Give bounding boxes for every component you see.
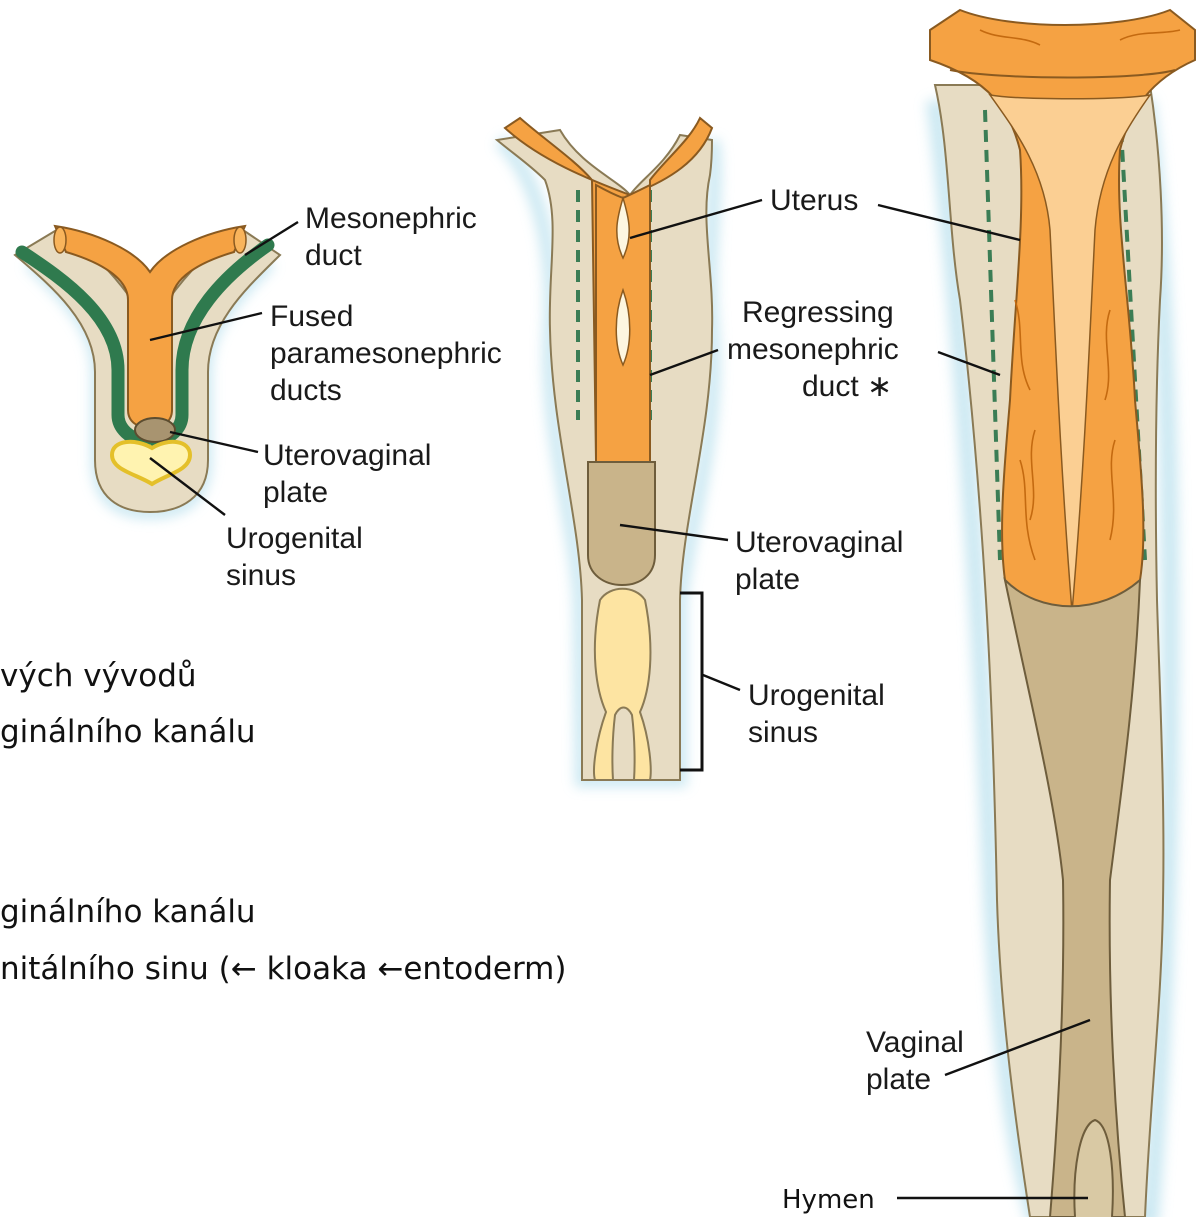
label-fused-ducts-line2: paramesonephric bbox=[270, 337, 502, 370]
label-regressing-duct-line1: Regressing bbox=[742, 296, 894, 329]
panel-late-stage bbox=[930, 10, 1195, 1217]
label-urogenital-sinus-2-line1: Urogenital bbox=[748, 679, 885, 712]
slide-text-line2: ginálního kanálu bbox=[0, 714, 256, 750]
slide-text-line3: ginálního kanálu bbox=[0, 894, 256, 930]
label-urogenital-sinus-1-line1: Urogenital bbox=[226, 522, 363, 555]
panel-early-stage bbox=[15, 226, 280, 512]
label-hymen: Hymen bbox=[782, 1185, 875, 1215]
label-uterovaginal-plate-1-line2: plate bbox=[263, 476, 328, 509]
slide-text-line4: nitálního sinu (← kloaka ←entoderm) bbox=[0, 951, 566, 987]
label-uterovaginal-plate-2-line2: plate bbox=[735, 563, 800, 596]
label-urogenital-sinus-2-line2: sinus bbox=[748, 716, 818, 749]
label-regressing-duct-line2: mesonephric bbox=[727, 333, 899, 366]
slide-text-line1: vých vývodů bbox=[0, 658, 197, 694]
panel-middle-stage bbox=[497, 118, 714, 780]
label-urogenital-sinus-1-line2: sinus bbox=[226, 559, 296, 592]
label-fused-ducts-line1: Fused bbox=[270, 300, 353, 333]
label-mesonephric-duct-line2: duct bbox=[305, 239, 362, 272]
label-mesonephric-duct-line1: Mesonephric bbox=[305, 202, 477, 235]
label-uterovaginal-plate-1-line1: Uterovaginal bbox=[263, 439, 431, 472]
uterovaginal-plate-shape-1 bbox=[135, 418, 175, 442]
label-uterus: Uterus bbox=[770, 184, 858, 217]
label-fused-ducts-line3: ducts bbox=[270, 374, 342, 407]
uterovaginal-plate-shape-2 bbox=[588, 462, 655, 585]
label-regressing-duct-line3: duct ∗ bbox=[802, 370, 892, 403]
label-uterovaginal-plate-2-line1: Uterovaginal bbox=[735, 526, 903, 559]
label-vaginal-plate-line2: plate bbox=[866, 1063, 931, 1096]
label-vaginal-plate-line1: Vaginal bbox=[866, 1026, 964, 1059]
